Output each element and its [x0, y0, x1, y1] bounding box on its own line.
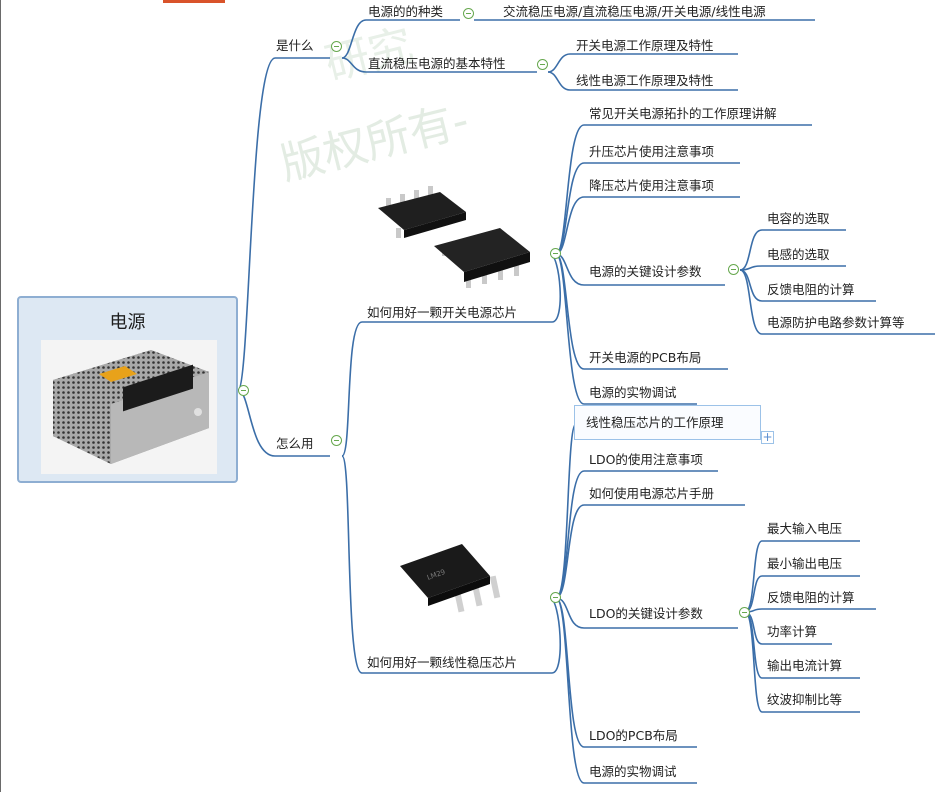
- switching-key-params-collapse-icon[interactable]: [728, 264, 739, 275]
- node-switching-param-2[interactable]: 反馈电阻的计算: [767, 282, 855, 297]
- watermark-text: 版权所有-: [275, 95, 474, 191]
- node-ldo-param-4[interactable]: 输出电流计算: [767, 658, 843, 673]
- node-switching-param-3[interactable]: 电源防护电路参数计算等: [767, 315, 905, 330]
- node-ldo-param-3[interactable]: 功率计算: [767, 624, 818, 639]
- node-linear-child-2[interactable]: 如何使用电源芯片手册: [589, 486, 715, 501]
- dc-features-collapse-icon[interactable]: [537, 59, 548, 70]
- node-switching-child-1[interactable]: 升压芯片使用注意事项: [589, 144, 715, 159]
- node-dc-feature-0[interactable]: 开关电源工作原理及特性: [576, 38, 714, 53]
- add-node-icon[interactable]: +: [761, 430, 774, 444]
- node-switching-param-1[interactable]: 电感的选取: [767, 247, 830, 262]
- power-types-collapse-icon[interactable]: [463, 8, 474, 19]
- top-red-mark: [163, 0, 225, 3]
- node-ldo-key-params[interactable]: LDO的关键设计参数: [589, 606, 703, 621]
- node-ldo-param-0[interactable]: 最大输入电压: [767, 521, 843, 536]
- node-linear-child-1[interactable]: LDO的使用注意事项: [589, 452, 703, 467]
- window-left-edge: [0, 0, 1, 792]
- node-switching-child-2[interactable]: 降压芯片使用注意事项: [589, 178, 715, 193]
- node-switching-param-0[interactable]: 电容的选取: [767, 211, 830, 226]
- root-title: 电源: [109, 312, 146, 333]
- selected-node-frame[interactable]: [574, 405, 761, 440]
- node-linear-chip[interactable]: 如何用好一颗线性稳压芯片: [367, 655, 518, 670]
- power-supply-image: [41, 340, 217, 474]
- node-power-types[interactable]: 电源的的种类: [368, 4, 444, 19]
- node-switching-after-0[interactable]: 开关电源的PCB布局: [589, 350, 702, 365]
- node-ldo-param-1[interactable]: 最小输出电压: [767, 556, 843, 571]
- branch-how-collapse-icon[interactable]: [331, 435, 342, 446]
- root-collapse-icon[interactable]: [238, 385, 249, 396]
- soic8-chip-image: [370, 186, 550, 296]
- node-ldo-param-5[interactable]: 纹波抑制比等: [767, 692, 843, 707]
- branch-how[interactable]: 怎么用: [276, 436, 314, 451]
- node-linear-after-1[interactable]: 电源的实物调试: [589, 764, 677, 779]
- branch-what[interactable]: 是什么: [276, 38, 314, 53]
- node-dc-features[interactable]: 直流稳压电源的基本特性: [368, 56, 506, 71]
- node-switching-child-0[interactable]: 常见开关电源拓扑的工作原理讲解: [589, 106, 777, 121]
- node-linear-child-0[interactable]: 线性稳压芯片的工作原理: [586, 415, 724, 430]
- node-power-types-list[interactable]: 交流稳压电源/直流稳压电源/开关电源/线性电源: [503, 4, 766, 19]
- ldo-key-params-collapse-icon[interactable]: [739, 607, 750, 618]
- node-ldo-param-2[interactable]: 反馈电阻的计算: [767, 590, 855, 605]
- switching-collapse-icon[interactable]: [550, 248, 561, 259]
- node-switching-chip[interactable]: 如何用好一颗开关电源芯片: [367, 305, 518, 320]
- node-linear-after-0[interactable]: LDO的PCB布局: [589, 728, 678, 743]
- to263-regulator-image: LM29: [398, 536, 508, 626]
- branch-what-collapse-icon[interactable]: [331, 41, 342, 52]
- linear-collapse-icon[interactable]: [550, 592, 561, 603]
- node-switching-after-1[interactable]: 电源的实物调试: [589, 385, 677, 400]
- root-node[interactable]: 电源: [17, 296, 238, 483]
- node-dc-feature-1[interactable]: 线性电源工作原理及特性: [576, 73, 714, 88]
- node-switching-key-params[interactable]: 电源的关键设计参数: [589, 264, 702, 279]
